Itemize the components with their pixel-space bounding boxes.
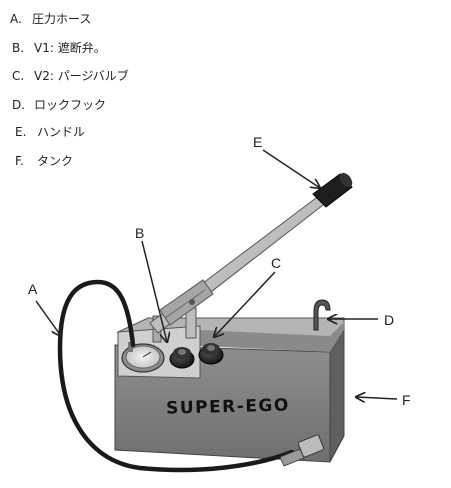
callout-line-e — [262, 149, 320, 188]
callout-a: A — [28, 281, 38, 297]
lock-hook — [313, 299, 331, 331]
legend-item-d: D. ロックフック — [12, 96, 106, 113]
legend-text: V2: パージバルブ — [34, 69, 129, 83]
callout-c: C — [271, 255, 281, 271]
pressure-hose — [57, 279, 325, 473]
legend-key: D. — [12, 98, 26, 112]
callout-f: F — [402, 392, 411, 408]
legend-key: F. — [15, 154, 24, 168]
legend-text: ロックフック — [34, 98, 107, 112]
legend-item-a: A. 圧力ホース — [10, 10, 91, 27]
callout-line-b — [141, 240, 167, 342]
callout-e: E — [253, 134, 262, 150]
pressure-gauge — [121, 342, 165, 373]
callout-arrows — [35, 149, 398, 399]
callout-line-f — [356, 397, 398, 399]
callout-b: B — [135, 225, 144, 241]
legend-item-c: C. V2: パージバルブ — [12, 67, 129, 84]
callout-line-a — [35, 300, 61, 336]
legend-text: 圧力ホース — [32, 12, 92, 26]
brand-logo: SUPER-EGO — [166, 395, 290, 418]
legend-key: C. — [12, 69, 25, 83]
legend-item-b: B. V1: 遮断弁。 — [12, 39, 106, 56]
legend-text: V1: 遮断弁。 — [34, 41, 106, 55]
handle-grip — [312, 172, 353, 208]
callout-line-c — [214, 271, 276, 337]
parts-legend: A. 圧力ホース B. V1: 遮断弁。 C. V2: パージバルブ D. ロックフック… — [0, 0, 260, 175]
legend-text: ハンドル — [37, 125, 86, 139]
shutoff-valve-knob — [169, 347, 195, 369]
legend-key: A. — [10, 12, 22, 26]
purge-valve-knob — [198, 343, 224, 365]
callout-d: D — [384, 312, 394, 328]
handle — [149, 194, 328, 334]
legend-item-f: F. タンク — [15, 152, 73, 169]
legend-key: E. — [15, 125, 27, 139]
legend-item-e: E. ハンドル — [15, 123, 85, 140]
legend-text: タンク — [37, 154, 74, 168]
legend-key: B. — [12, 41, 25, 55]
